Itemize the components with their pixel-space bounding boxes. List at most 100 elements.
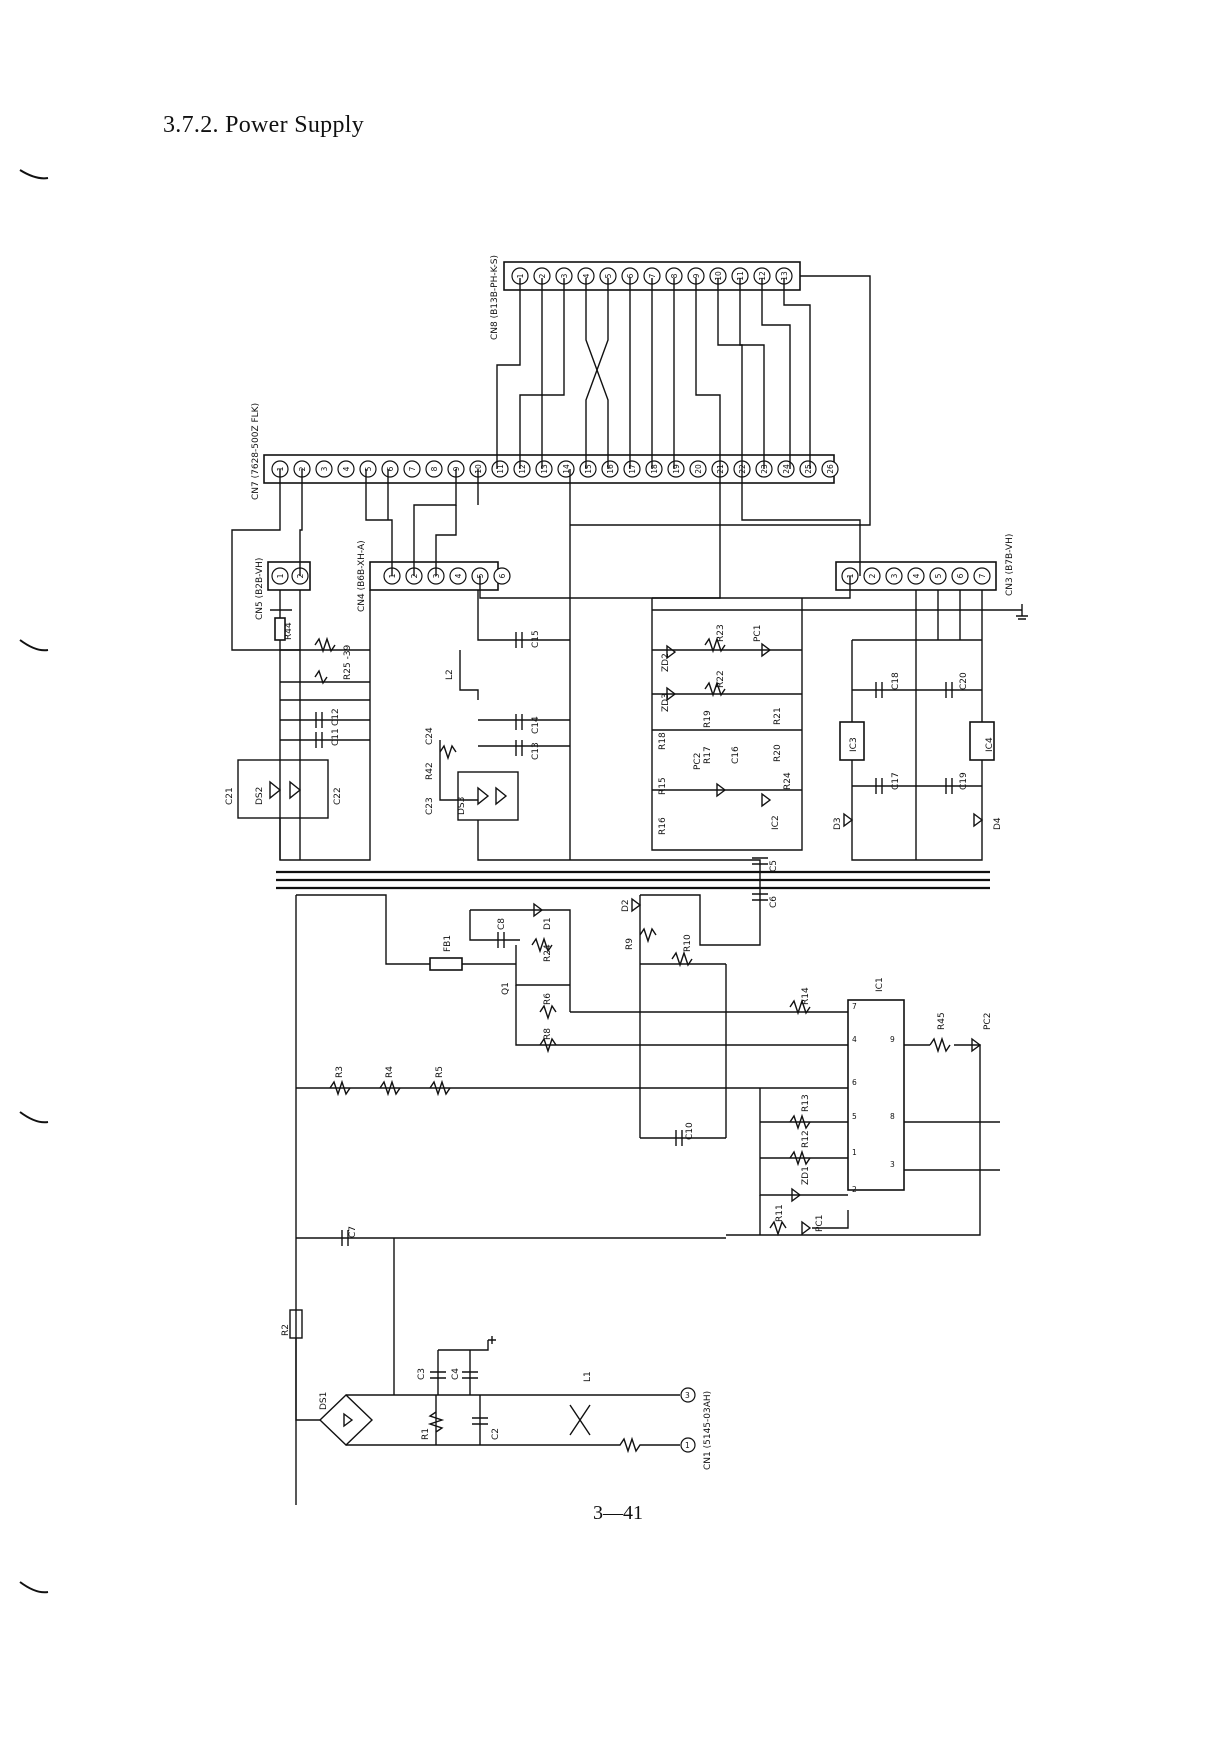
bridge-diode-icon: [343, 1412, 354, 1428]
resistor-R13: [789, 1113, 811, 1131]
capacitor-C6: [752, 893, 768, 901]
cn4-pin-label: 4: [454, 573, 463, 578]
label-R11: R11: [775, 1204, 785, 1222]
inductor-L1: [560, 1394, 600, 1446]
page-title: 3.7.2. Power Supply: [163, 112, 365, 138]
cn8-pin-label: 7: [648, 273, 657, 278]
label-C23: C23: [425, 797, 435, 815]
resistor-R14: [789, 998, 811, 1016]
cn1-pin-3-label: 3: [685, 1391, 690, 1400]
wire: [280, 699, 370, 741]
label-C24: C24: [425, 727, 435, 745]
wire: [435, 505, 457, 576]
cn7-pin-15: [579, 460, 597, 478]
label-R2: R2: [281, 1324, 291, 1336]
wire: [640, 894, 761, 946]
label-PC1-top: PC1: [753, 625, 763, 642]
cn7-pin-8: [425, 460, 443, 478]
ic1-pin-label: 9: [890, 1035, 895, 1044]
capacitor-C20: [945, 682, 953, 698]
wire: [600, 1394, 680, 1454]
wire: [541, 278, 565, 469]
cn7-pin-label: 19: [672, 464, 681, 474]
label-D3: D3: [833, 817, 843, 830]
ic1-pin-label: 5: [852, 1112, 857, 1121]
cn7-pin-label: 13: [540, 464, 549, 474]
label-R22: R22: [716, 670, 726, 688]
ic1-pin-label: 3: [890, 1160, 895, 1169]
label-PC1-bot: PC1: [815, 1215, 825, 1232]
cn1-pin-3: [680, 1387, 696, 1403]
capacitor-C7: [341, 1230, 349, 1246]
wire: [279, 590, 371, 861]
wire: [651, 598, 803, 851]
wire: [477, 590, 570, 641]
label-C22: C22: [333, 787, 343, 805]
cn8-pin-label: 12: [758, 271, 767, 281]
capacitor-C10: [675, 1130, 683, 1146]
resistor-R12: [789, 1149, 811, 1167]
label-C14: C14: [531, 716, 541, 734]
cn8-pin-label: 10: [714, 271, 723, 281]
cn3-pin-label: 6: [956, 573, 965, 578]
diode-D3: [843, 812, 854, 828]
label-D4: D4: [993, 817, 1003, 830]
wire: [515, 985, 848, 1046]
cn8-pin-label: 2: [538, 273, 547, 278]
inductor-L2: [459, 650, 479, 700]
label-R21: R21: [773, 707, 783, 725]
cn7-pin-20: [689, 460, 707, 478]
cn7-pin-label: 24: [782, 464, 791, 474]
label-R24-top: R24: [783, 772, 793, 790]
label-R44: R44: [284, 622, 294, 640]
cn3-pin-4: [907, 567, 925, 585]
cn8-pin-label: 13: [780, 271, 789, 281]
cn4-pin-6: [493, 567, 511, 585]
resistor-R44: [274, 617, 286, 641]
label-ZD2: ZD2: [661, 653, 671, 672]
wire: [496, 278, 521, 469]
optocoupler-PC1-bot: [801, 1220, 812, 1236]
cn7-pin-label: 17: [628, 464, 637, 474]
cn7-pin-label: 1: [276, 466, 285, 471]
label-PC2-bot: PC2: [983, 1013, 993, 1030]
cn4-pin-label: 5: [476, 573, 485, 578]
cn3-pin-label: 5: [934, 573, 943, 578]
page-number: 3—41: [593, 1502, 643, 1524]
capacitor-C5: [752, 857, 768, 865]
resistor-R9: [639, 927, 657, 944]
wire: [295, 1338, 320, 1421]
resistor-R8: [539, 1037, 557, 1054]
label-C13: C13: [531, 742, 541, 760]
label-IC2: IC2: [771, 815, 781, 830]
capacitor-C4: [462, 1371, 478, 1379]
label-R45: R45: [937, 1012, 947, 1030]
label-R9: R9: [625, 938, 635, 950]
binding-mark: [19, 1581, 49, 1594]
label-DS1: DS1: [319, 1392, 329, 1410]
resistor-R3: [329, 1079, 351, 1097]
cn7-pin-3: [315, 460, 333, 478]
cn7-pin-label: 16: [606, 464, 615, 474]
cn7-pin-label: 9: [452, 466, 461, 471]
label-C3: C3: [417, 1368, 427, 1380]
diode-DS2: [269, 780, 302, 800]
resistor-R22: [704, 680, 726, 698]
ic1-pin-label: 6: [852, 1078, 857, 1087]
cn4-label: CN4 (B6B-XH-A): [357, 540, 367, 612]
cn7-pin-13: [535, 460, 553, 478]
label-R18: R18: [658, 732, 668, 750]
wire: [570, 859, 761, 895]
cn7-pin-label: 25: [804, 464, 813, 474]
cn3-label: CN3 (B7B-VH): [1005, 534, 1015, 596]
ic1-pin-label: 8: [890, 1112, 895, 1121]
ic1-pin-label: 2: [852, 1185, 857, 1194]
label-R24-bot: R24: [543, 944, 553, 962]
label-R19: R19: [703, 710, 713, 728]
label-DS3: DS3: [457, 797, 467, 815]
cn7-pin-label: 2: [298, 466, 307, 471]
label-C10: C10: [685, 1122, 695, 1140]
cn3-pin-label: 3: [890, 573, 899, 578]
cn1-pin-1-label: 1: [685, 1441, 690, 1450]
resistor-R4: [379, 1079, 401, 1097]
